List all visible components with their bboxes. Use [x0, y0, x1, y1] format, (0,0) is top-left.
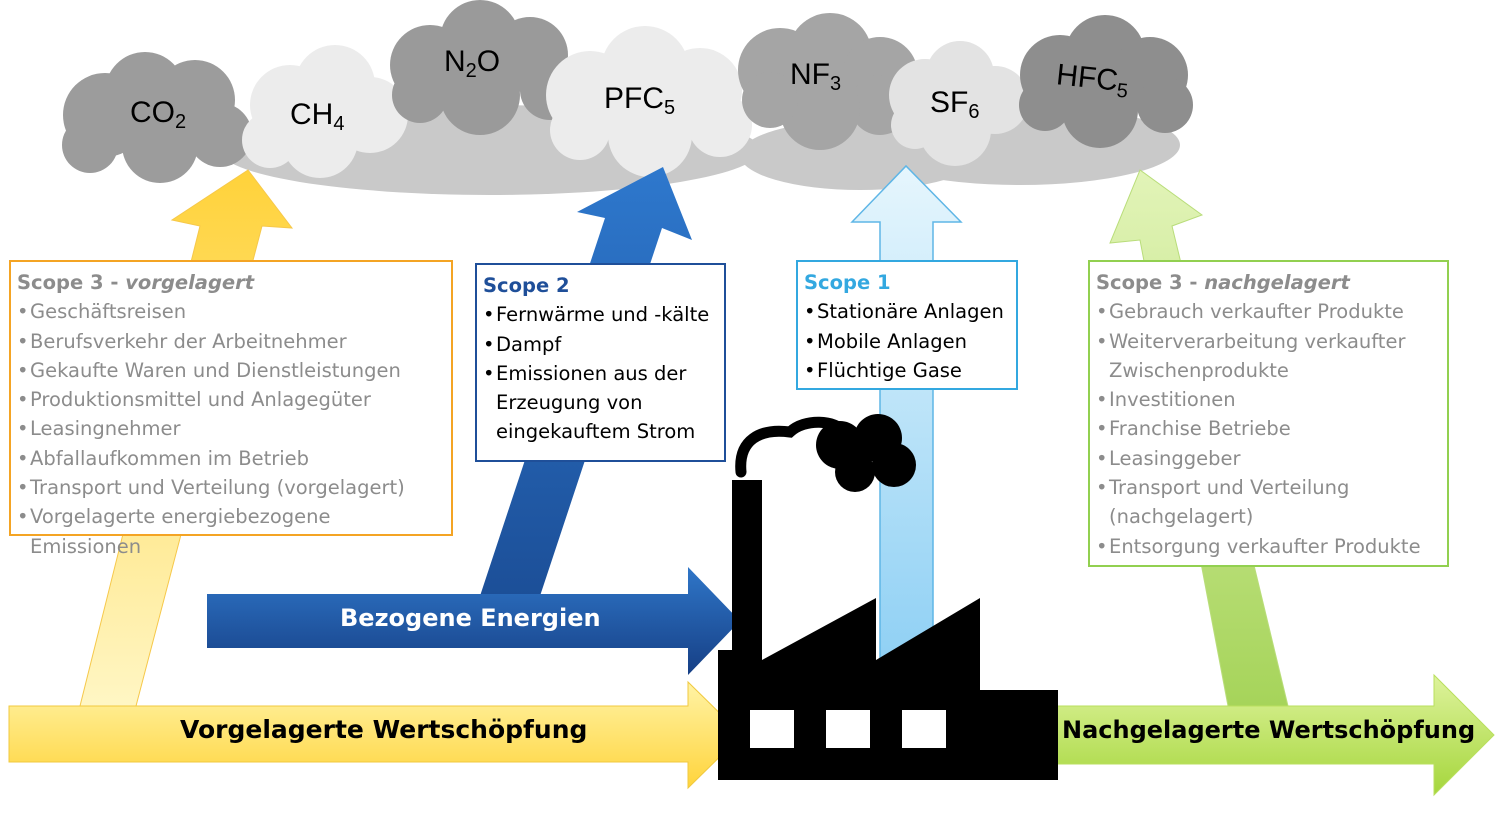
list-item: Produktionsmittel und Anlagegüter: [17, 385, 445, 415]
scope1-title: Scope 1: [804, 271, 891, 294]
list-item: Dampf: [483, 330, 718, 360]
gas-label-pfc5: PFC5: [604, 82, 676, 119]
list-item: Transport und Verteilung (vorgelagert): [17, 473, 445, 503]
list-item: Franchise Betriebe: [1096, 414, 1441, 444]
list-item: Vorgelagerte energiebezogene Emissionen: [17, 502, 445, 561]
list-item: Gebrauch verkaufter Produkte: [1096, 297, 1441, 327]
scope2-list: Fernwärme und -kälte Dampf Emissionen au…: [483, 300, 718, 446]
purchased-energy-arrow: [207, 567, 740, 675]
upstream-value-chain-label: Vorgelagerte Wertschöpfung: [180, 715, 588, 744]
list-item: Mobile Anlagen: [804, 327, 1010, 357]
downstream-value-chain-label: Nachgelagerte Wertschöpfung: [1062, 716, 1476, 744]
gas-label-ch4: CH4: [290, 98, 345, 135]
list-item: Flüchtige Gase: [804, 356, 1010, 386]
scope1-list: Stationäre Anlagen Mobile Anlagen Flücht…: [804, 297, 1010, 385]
cloud-pfc5: [546, 26, 752, 177]
scope2-box: Scope 2 Fernwärme und -kälte Dampf Emiss…: [475, 263, 726, 462]
list-item: Emissionen aus der Erzeugung von eingeka…: [483, 359, 718, 447]
gas-label-n2o: N2O: [444, 45, 501, 82]
list-item: Gekaufte Waren und Dienstleistungen: [17, 356, 445, 386]
list-item: Investitionen: [1096, 385, 1441, 415]
gas-label-hfc5: HFC5: [1054, 58, 1129, 103]
scope3-downstream-box: Scope 3 - nachgelagert Gebrauch verkauft…: [1088, 260, 1449, 567]
scope3-upstream-title: Scope 3 - vorgelagert: [17, 271, 255, 294]
scope1-arrow: [850, 164, 963, 667]
scope3-upstream-box: Scope 3 - vorgelagert Geschäftsreisen Be…: [9, 260, 453, 558]
cloud-hfc5: [1019, 15, 1193, 148]
gas-label-sf6: SF6: [930, 86, 980, 123]
cloud-sf6: [889, 41, 1029, 166]
list-item: Berufsverkehr der Arbeitnehmer: [17, 327, 445, 357]
scope1-box: Scope 1 Stationäre Anlagen Mobile Anlage…: [796, 260, 1018, 390]
upstream-value-chain-arrow: [8, 680, 743, 790]
gas-label-nf3: NF3: [790, 58, 842, 95]
scope3-downstream-list: Gebrauch verkaufter Produkte Weiterverar…: [1096, 297, 1441, 561]
list-item: Leasinggeber: [1096, 444, 1441, 474]
list-item: Geschäftsreisen: [17, 297, 445, 327]
list-item: Weiterverarbeitung verkaufter Zwischenpr…: [1096, 327, 1441, 386]
list-item: Leasingnehmer: [17, 414, 445, 444]
downstream-value-chain-arrow: [1054, 673, 1495, 797]
cloud-ch4: [242, 45, 408, 178]
gas-label-co2: CO2: [130, 96, 187, 133]
list-item: Entsorgung verkaufter Produkte: [1096, 532, 1441, 562]
cloud-n2o: [390, 0, 580, 135]
cloud-co2: [62, 52, 252, 183]
scope3-downstream-title: Scope 3 - nachgelagert: [1096, 271, 1350, 294]
scope3-upstream-list: Geschäftsreisen Berufsverkehr der Arbeit…: [17, 297, 445, 561]
list-item: Abfallaufkommen im Betrieb: [17, 444, 445, 474]
list-item: Transport und Verteilung (nachgelagert): [1096, 473, 1441, 532]
purchased-energy-label: Bezogene Energien: [340, 604, 601, 632]
factory-icon: [718, 414, 1058, 780]
cloud-nf3: [738, 13, 918, 150]
list-item: Fernwärme und -kälte: [483, 300, 718, 330]
list-item: Stationäre Anlagen: [804, 297, 1010, 327]
scope2-title: Scope 2: [483, 274, 570, 297]
